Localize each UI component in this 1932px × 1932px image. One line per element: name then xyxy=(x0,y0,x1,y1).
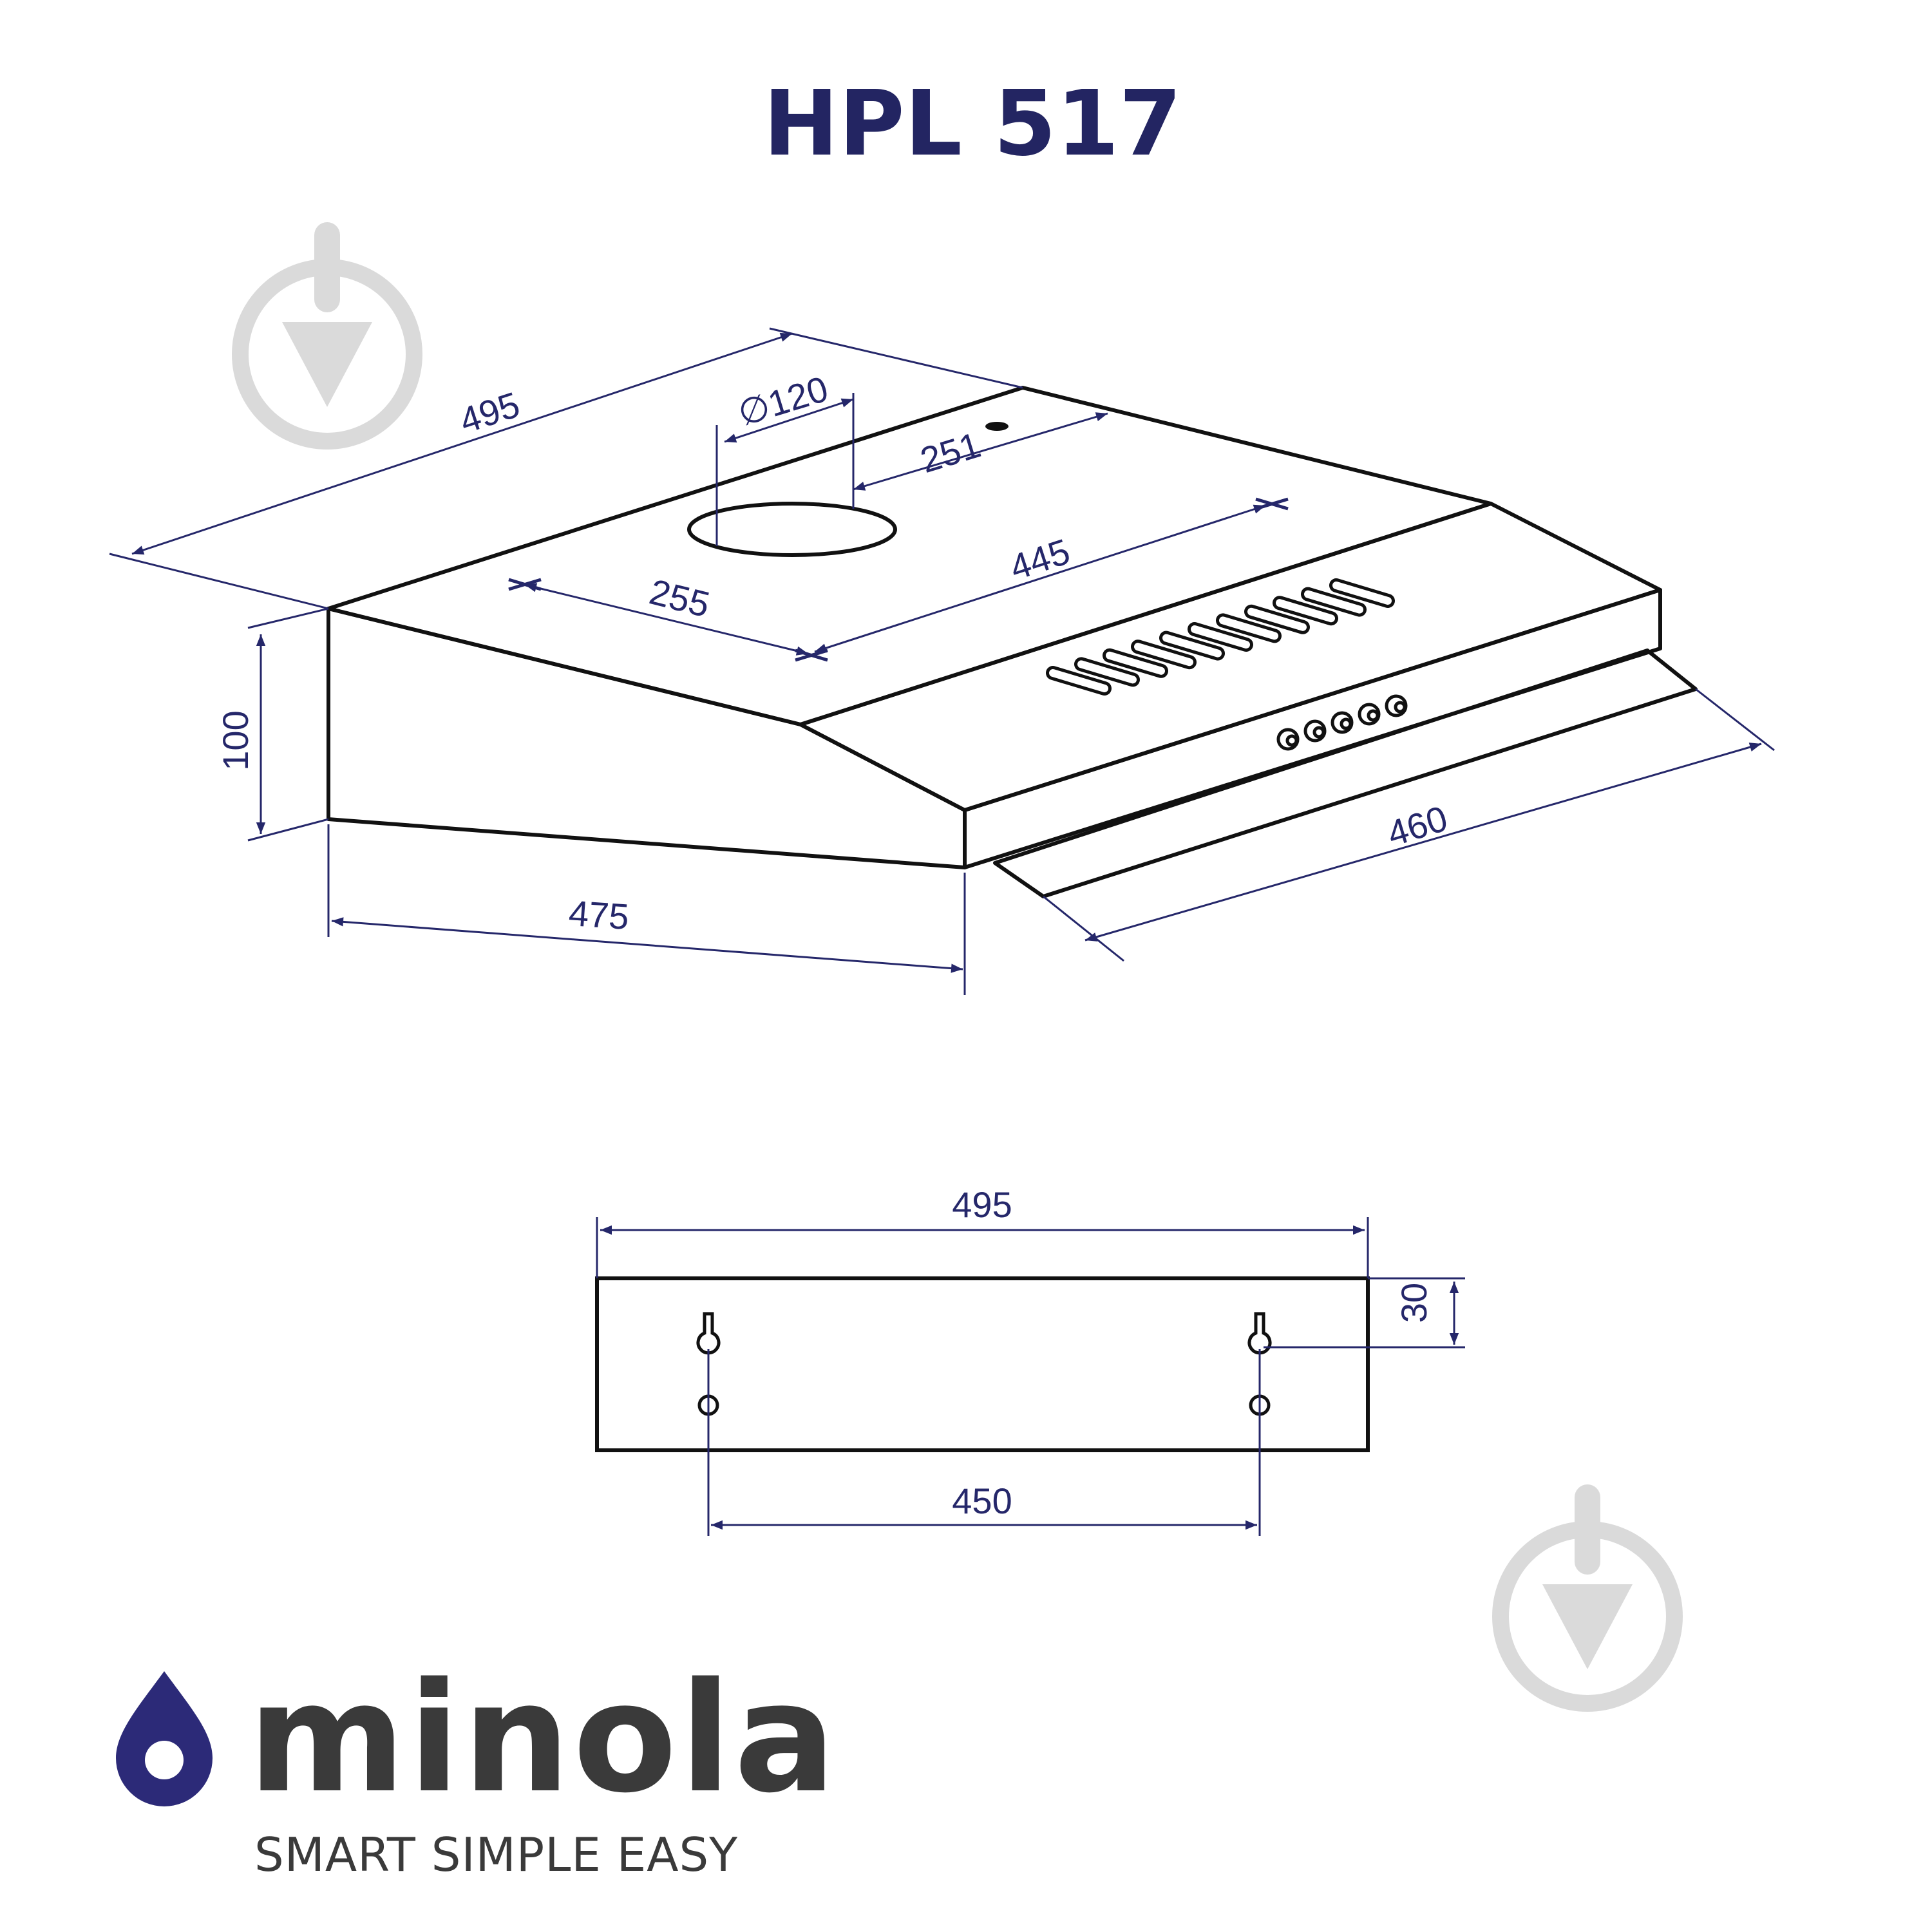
water-drop-icon xyxy=(116,1671,213,1806)
dim-label-mount-offset: 30 xyxy=(1394,1283,1434,1323)
hood-control-strip xyxy=(963,588,1662,869)
dim-label-duct-diameter: ∅120 xyxy=(734,368,833,433)
brand-slogan: SMART SIMPLE EASY xyxy=(254,1828,738,1882)
brand-logo: minola SMART SIMPLE EASY xyxy=(116,1651,838,1882)
dim-label-hole-spacing: 445 xyxy=(1005,531,1074,588)
brand-name: minola xyxy=(248,1651,838,1826)
vent-slot-inner xyxy=(1276,599,1335,623)
dim-label-side-depth: 475 xyxy=(567,893,630,937)
control-knob-center xyxy=(1340,717,1352,730)
duct-outlet xyxy=(687,502,897,557)
dim-label-height: 100 xyxy=(215,710,256,770)
dim-label-front-width: 460 xyxy=(1383,798,1452,855)
dimension-lines xyxy=(109,327,1775,995)
vent-slots xyxy=(1046,578,1395,696)
hood-front-slope xyxy=(799,502,1662,812)
keyhole-slot-right xyxy=(1247,1312,1272,1355)
dim-label-duct-offset: 251 xyxy=(916,424,985,481)
dim-label-top-width: 495 xyxy=(455,384,524,441)
vent-slot-inner xyxy=(1332,582,1392,605)
hood-isometric-drawing xyxy=(327,386,1698,898)
vent-slot-inner xyxy=(1106,651,1165,675)
download-arrow-icon xyxy=(232,222,422,450)
hood-top-panel xyxy=(327,386,1493,726)
control-knob-center xyxy=(1394,701,1406,714)
control-knob-center xyxy=(1312,726,1325,739)
vent-slot-inner xyxy=(1304,590,1363,614)
vent-slot-inner xyxy=(1049,669,1108,692)
rear-panel xyxy=(595,1276,1370,1452)
control-knob-center xyxy=(1285,734,1298,747)
control-knob-center xyxy=(1367,709,1379,722)
rear-panel-drawing: 495 30 450 xyxy=(595,1184,1465,1536)
top-hole-mark xyxy=(985,422,1009,431)
vent-slot-inner xyxy=(1077,660,1137,684)
keyhole-slot-left xyxy=(696,1312,721,1355)
hood-side-panel xyxy=(327,607,967,869)
control-knobs xyxy=(1276,694,1408,751)
dim-label-mount-spacing: 450 xyxy=(952,1481,1012,1521)
dim-label-rear-width: 495 xyxy=(952,1184,1012,1225)
download-arrow-icon xyxy=(1492,1484,1683,1712)
model-title: HPL 517 xyxy=(763,71,1182,176)
